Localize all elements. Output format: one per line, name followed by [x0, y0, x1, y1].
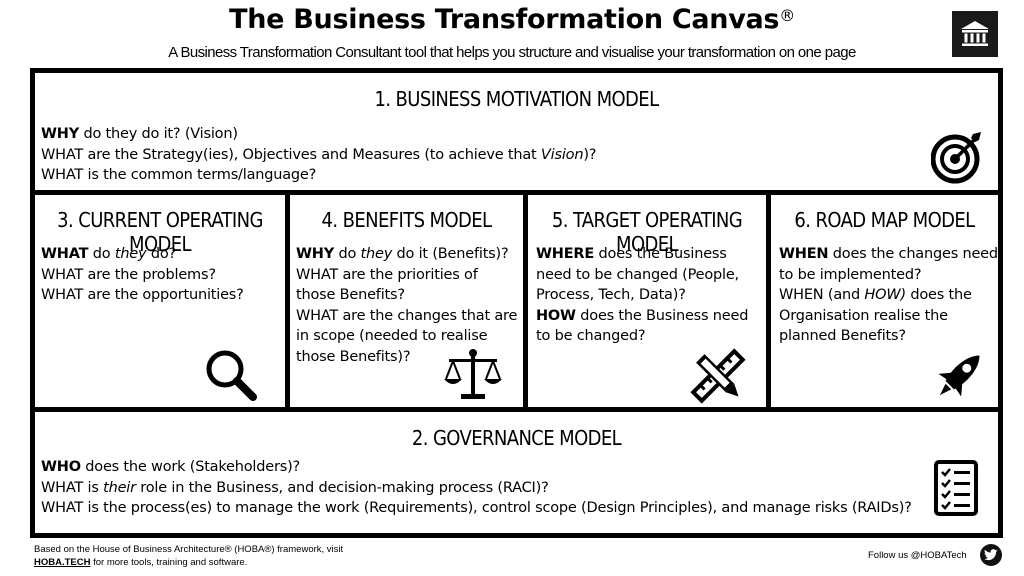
target-line-2: need to be changed (People, — [536, 266, 739, 283]
current-operating-model-panel: 3. CURRENT OPERATING MODEL WHAT do they … — [30, 190, 290, 412]
twitter-icon[interactable] — [980, 544, 1002, 566]
current-line-2: WHAT are the problems? — [41, 266, 216, 283]
magnifier-icon — [203, 347, 259, 408]
road-map-model-text: WHEN does the changes need to be impleme… — [779, 244, 998, 347]
target-line-3: Process, Tech, Data)? — [536, 287, 686, 304]
benefits-line-3: those Benefits? — [296, 287, 405, 304]
target-operating-model-text: WHERE does the Business need to be chang… — [536, 244, 748, 347]
target-operating-model-title: 5. TARGET OPERATING MODEL — [551, 208, 743, 256]
benefits-line-6: those Benefits)? — [296, 348, 411, 365]
current-operating-model-text: WHAT do they do? WHAT are the problems? … — [41, 244, 244, 306]
target-operating-model-panel: 5. TARGET OPERATING MODEL WHERE does the… — [523, 190, 771, 412]
hoba-tech-link[interactable]: HOBA.TECH — [34, 557, 91, 568]
page-subtitle: A Business Transformation Consultant too… — [168, 44, 856, 61]
registered-mark: ® — [779, 6, 795, 25]
governance-model-text: WHO does the work (Stakeholders)? WHAT i… — [41, 457, 912, 519]
governance-line-1: WHO does the work (Stakeholders)? — [41, 459, 301, 475]
roadmap-line-5: planned Benefits? — [779, 328, 906, 345]
roadmap-line-1: WHEN does the changes need — [779, 246, 998, 262]
target-line-5: to be changed? — [536, 328, 646, 345]
governance-line-2: WHAT is their role in the Business, and … — [41, 479, 549, 496]
benefits-line-5: in scope (needed to realise — [296, 328, 488, 345]
benefits-model-panel: 4. BENEFITS MODEL WHY do they do it (Ben… — [285, 190, 528, 412]
roadmap-line-2: to be implemented? — [779, 266, 922, 283]
scales-icon — [443, 347, 503, 408]
target-icon — [930, 130, 987, 189]
motivation-model-text: WHY do they do it? (Vision) WHAT are the… — [41, 124, 596, 186]
rocket-icon — [929, 347, 989, 410]
page-title: The Business Transformation Canvas® — [0, 4, 1024, 35]
current-operating-model-title: 3. CURRENT OPERATING MODEL — [57, 208, 263, 256]
governance-model-panel: 2. GOVERNANCE MODEL WHO does the work (S… — [30, 407, 1003, 538]
governance-model-title: 2. GOVERNANCE MODEL — [411, 426, 622, 450]
road-map-model-panel: 6. ROAD MAP MODEL WHEN does the changes … — [766, 190, 1003, 412]
roadmap-line-3: WHEN (and HOW) does the — [779, 287, 972, 304]
governance-line-3: WHAT is the process(es) to manage the wo… — [41, 500, 912, 517]
benefits-model-text: WHY do they do it (Benefits)? WHAT are t… — [296, 244, 517, 368]
follow-us-text[interactable]: Follow us @HOBATech — [868, 550, 967, 561]
building-icon[interactable] — [952, 11, 998, 57]
benefits-line-4: WHAT are the changes that are — [296, 307, 518, 324]
footer-line-2: HOBA.TECH for more tools, training and s… — [34, 557, 248, 568]
current-line-3: WHAT are the opportunities? — [41, 287, 244, 304]
motivation-model-title: 1. BUSINESS MOTIVATION MODEL — [374, 87, 659, 111]
motivation-line-2: WHAT are the Strategy(ies), Objectives a… — [41, 146, 597, 163]
roadmap-line-4: Organisation realise the — [779, 307, 948, 324]
benefits-line-1: WHY do they do it (Benefits)? — [296, 246, 509, 262]
motivation-line-1: WHY do they do it? (Vision) — [41, 126, 238, 142]
target-line-4: HOW does the Business need — [536, 307, 749, 324]
checklist-icon — [933, 459, 981, 522]
target-line-1: WHERE does the Business — [536, 246, 727, 262]
road-map-model-title: 6. ROAD MAP MODEL — [794, 208, 975, 232]
benefits-model-title: 4. BENEFITS MODEL — [321, 208, 493, 232]
footer-line-1: Based on the House of Business Architect… — [34, 544, 344, 555]
title-text: The Business Transformation Canvas — [229, 4, 780, 35]
motivation-model-panel: 1. BUSINESS MOTIVATION MODEL WHY do they… — [30, 68, 1003, 195]
motivation-line-3: WHAT is the common terms/language? — [41, 167, 317, 184]
current-line-1: WHAT do they do? — [41, 246, 176, 262]
benefits-line-2: WHAT are the priorities of — [296, 266, 478, 283]
footer-attribution: Based on the House of Business Architect… — [34, 543, 343, 569]
pencil-ruler-icon — [688, 347, 748, 410]
